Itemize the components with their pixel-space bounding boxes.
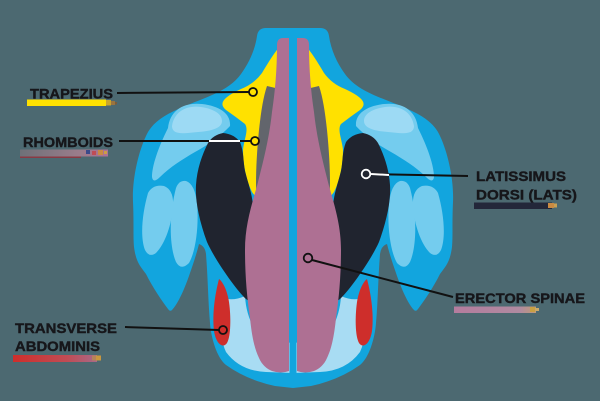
svg-text:TRANSVERSE: TRANSVERSE [15,320,117,336]
svg-text:LATISSIMUS: LATISSIMUS [476,168,566,184]
svg-text:RHOMBOIDS: RHOMBOIDS [23,134,113,150]
svg-text:TRAPEZIUS: TRAPEZIUS [30,86,113,102]
svg-text:DORSI (LATS): DORSI (LATS) [476,187,577,203]
svg-text:ABDOMINIS: ABDOMINIS [15,338,100,354]
svg-text:ERECTOR SPINAE: ERECTOR SPINAE [455,290,585,306]
